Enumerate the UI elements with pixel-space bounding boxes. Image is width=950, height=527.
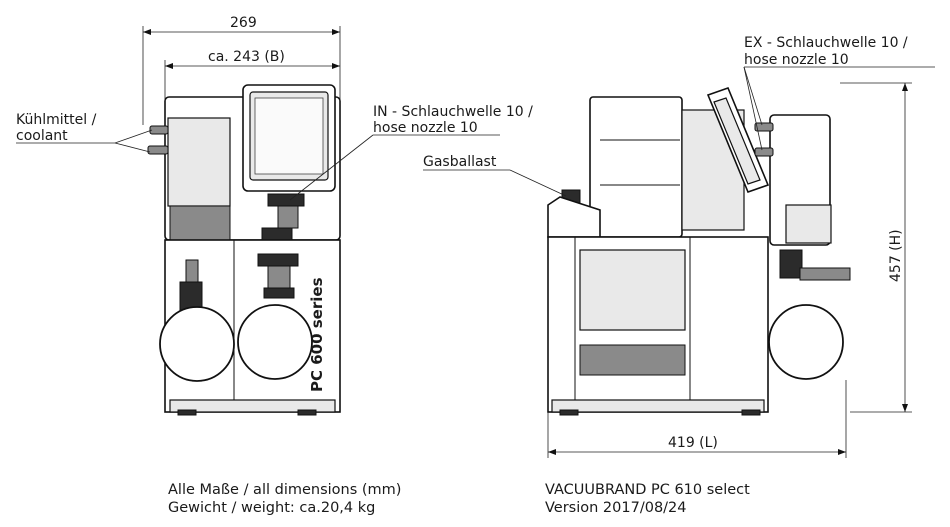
inlet-label-line2: hose nozzle 10 bbox=[373, 120, 478, 136]
coolant-label-line2: coolant bbox=[16, 128, 68, 144]
gasballast-callout: Gasballast bbox=[423, 154, 567, 197]
footer-weight-line: Gewicht / weight: ca.20,4 kg bbox=[168, 500, 375, 516]
dimension-height: 457 (H) bbox=[840, 82, 912, 413]
dimension-height-label: 457 (H) bbox=[888, 229, 904, 282]
footer-version-line: Version 2017/08/24 bbox=[545, 500, 687, 516]
inlet-callout: IN - Schlauchwelle 10 / hose nozzle 10 bbox=[289, 104, 533, 201]
front-view: 269 ca. 243 (B) bbox=[16, 15, 533, 416]
dimension-inner-width-label: ca. 243 (B) bbox=[208, 49, 285, 65]
gasballast-label: Gasballast bbox=[423, 154, 497, 170]
footer-units-line: Alle Maße / all dimensions (mm) bbox=[168, 482, 401, 498]
side-view: Gasballast EX - Schlauchwelle 10 / hose … bbox=[423, 35, 935, 458]
dimension-length-label: 419 (L) bbox=[668, 435, 718, 451]
dimension-overall-width-label: 269 bbox=[230, 15, 257, 31]
dimension-length: 419 (L) bbox=[547, 380, 847, 458]
exhaust-callout: EX - Schlauchwelle 10 / hose nozzle 10 bbox=[743, 35, 935, 151]
exhaust-label-line2: hose nozzle 10 bbox=[744, 52, 849, 68]
series-label: PC 600 series bbox=[308, 277, 326, 392]
dimension-inner-width: ca. 243 (B) bbox=[164, 49, 340, 100]
coolant-callout: Kühlmittel / coolant bbox=[16, 112, 153, 153]
footer: Alle Maße / all dimensions (mm) Gewicht … bbox=[168, 482, 750, 516]
footer-model-line: VACUUBRAND PC 610 select bbox=[545, 482, 750, 498]
coolant-label-line1: Kühlmittel / bbox=[16, 112, 97, 128]
inlet-label-line1: IN - Schlauchwelle 10 / bbox=[373, 104, 533, 120]
exhaust-label-line1: EX - Schlauchwelle 10 / bbox=[744, 35, 908, 51]
